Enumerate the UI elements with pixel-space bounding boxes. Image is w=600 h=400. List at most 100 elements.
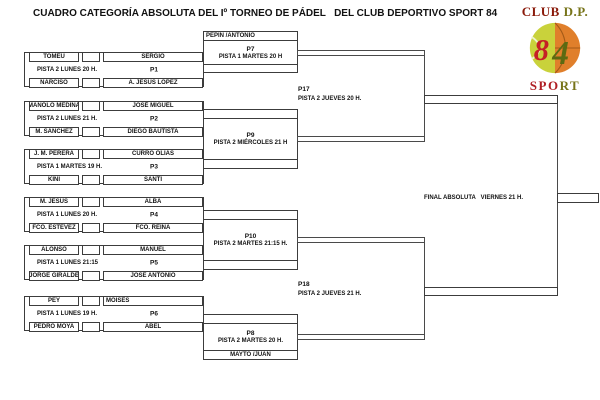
match-schedule: PISTA 1 MARTES 20 H — [218, 53, 283, 60]
match-code: P6 — [150, 310, 158, 317]
match-code: P8 — [246, 330, 255, 337]
bye-team-slot: MAYTO /JUAN — [203, 350, 298, 360]
team-name-box: PEY — [29, 296, 79, 306]
ball-84-icon: 8 4 — [529, 22, 581, 74]
match-bottom-row: JORGE GIRALDE JOSE ANTONIO — [25, 270, 203, 281]
score-box — [82, 52, 100, 62]
logo-digit-8: 8 — [534, 33, 549, 67]
score-box — [82, 127, 100, 137]
match-bottom-row: NARCISO A. JESÚS LÓPEZ — [25, 77, 203, 88]
score-box — [82, 223, 100, 233]
match-schedule: PISTA 2 MIÉRCOLES 21 H — [213, 140, 288, 146]
winner-slot — [203, 260, 298, 270]
winner-slot — [203, 64, 298, 73]
match-bottom-row: KINI SANTI — [25, 174, 203, 185]
match-p2: MANOLO MEDINA JOSÉ MIGUEL PISTA 2 LUNES … — [24, 101, 204, 137]
match-info-row: PISTA 1 MARTES 19 H. P3 — [25, 159, 203, 174]
team-name-box: SERGIO — [103, 52, 203, 62]
team-name-box: KINI — [29, 175, 79, 185]
club-name-text: CLUB D.P. — [512, 4, 598, 20]
match-p3: J. M. PERERA CURRO OLIAS PISTA 1 MARTES … — [24, 149, 204, 185]
winner-slot — [203, 159, 298, 169]
team-name-box: JOSÉ MIGUEL — [103, 101, 203, 111]
score-box — [82, 101, 100, 111]
match-code: P10 — [244, 233, 257, 240]
semifinal-1-label: P17 PISTA 2 JUEVES 20 H. — [298, 86, 361, 103]
match-code: P7 — [246, 45, 255, 53]
match-info-row: PISTA 2 LUNES 20 H. P1 — [25, 62, 203, 77]
match-info: P10 PISTA 2 MARTES 21:15 H. — [203, 219, 298, 261]
logo-digit-4: 4 — [551, 35, 569, 72]
match-info-row: PISTA 1 LUNES 21:15 P5 — [25, 255, 203, 270]
match-code: P9 — [246, 132, 255, 139]
match-p10: P10 PISTA 2 MARTES 21:15 H. — [203, 210, 298, 270]
score-box — [82, 271, 100, 281]
match-schedule: PISTA 1 MARTES 19 H. — [37, 163, 103, 170]
score-box — [82, 197, 100, 207]
club-logo: CLUB D.P. 8 4 SPORT — [512, 4, 598, 94]
match-top-row: M. JESÚS ALBA — [25, 197, 203, 207]
match-schedule: PISTA 1 LUNES 21:15 — [37, 259, 99, 266]
match-top-row: MANOLO MEDINA JOSÉ MIGUEL — [25, 101, 203, 111]
match-schedule: PISTA 2 LUNES 21 H. — [37, 115, 98, 122]
match-p6: PEY MOISES PISTA 1 LUNES 19 H. P6 PEDRO … — [24, 296, 204, 332]
team-name-box: MANUEL — [103, 245, 203, 255]
match-top-row: TOMEU SERGIO — [25, 52, 203, 62]
sport-text: SPORT — [512, 78, 598, 94]
connector-p9-out — [297, 136, 425, 142]
score-box — [82, 149, 100, 159]
match-schedule: PISTA 2 MARTES 20 H. — [217, 338, 283, 344]
match-info: P9 PISTA 2 MIÉRCOLES 21 H — [203, 118, 298, 160]
score-box — [82, 78, 100, 88]
match-bottom-row: PEDRO MOYA ABEL — [25, 321, 203, 332]
match-schedule: PISTA 2 JUEVES 20 H. — [298, 95, 362, 102]
match-schedule: PISTA 2 MARTES 21:15 H. — [213, 241, 288, 247]
semifinal-1-slot — [424, 95, 558, 104]
match-schedule: PISTA 2 JUEVES 21 H. — [298, 290, 362, 297]
connector-p8-out — [297, 334, 425, 340]
connector-p10-out — [297, 237, 425, 243]
team-name-box: ALBA — [103, 197, 203, 207]
match-info-row: PISTA 1 LUNES 20 H. P4 — [25, 207, 203, 222]
semifinal-2-slot — [424, 287, 558, 296]
team-name-box: JOSE ANTONIO — [103, 271, 203, 281]
score-box — [82, 245, 100, 255]
match-code: P4 — [150, 211, 158, 218]
match-p9: P9 PISTA 2 MIÉRCOLES 21 H — [203, 109, 298, 169]
team-name-box: MOISES — [103, 296, 203, 306]
team-name-box: DIEGO BAUTISTA — [103, 127, 203, 137]
match-code: P18 — [298, 281, 310, 288]
team-name-box: FCO. REINA — [103, 223, 203, 233]
team-name-box: A. JESÚS LÓPEZ — [103, 78, 203, 88]
score-box — [82, 175, 100, 185]
team-name-box: CURRO OLIAS — [103, 149, 203, 159]
club-name-red: CLUB — [521, 4, 560, 19]
sport-text-red: SPO — [529, 78, 560, 93]
match-info-row: PISTA 2 LUNES 21 H. P2 — [25, 111, 203, 126]
team-name-box: TOMEU — [29, 52, 79, 62]
match-schedule: PISTA 1 LUNES 20 H. — [37, 211, 98, 218]
match-top-row: ALONSO MANUEL — [25, 245, 203, 255]
match-p1: TOMEU SERGIO PISTA 2 LUNES 20 H. P1 NARC… — [24, 52, 204, 88]
semifinal-2-label: P18 PISTA 2 JUEVES 21 H. — [298, 281, 361, 298]
match-p7: PEPIN /ANTONIO P7 PISTA 1 MARTES 20 H — [203, 31, 298, 73]
tennis-half — [529, 22, 555, 74]
match-schedule: PISTA 2 LUNES 20 H. — [37, 66, 98, 73]
team-name-box: SANTI — [103, 175, 203, 185]
match-info: P7 PISTA 1 MARTES 20 H — [203, 40, 298, 65]
team-name-box: NARCISO — [29, 78, 79, 88]
final-slot — [557, 193, 599, 203]
team-name-box: ABEL — [103, 322, 203, 332]
club-ball-icon: 8 4 — [512, 21, 598, 80]
match-p5: ALONSO MANUEL PISTA 1 LUNES 21:15 P5 JOR… — [24, 245, 204, 281]
match-top-row: PEY MOISES — [25, 296, 203, 306]
match-info: P8 PISTA 2 MARTES 20 H. — [203, 323, 298, 351]
match-bottom-row: M. SANCHEZ DIEGO BAUTISTA — [25, 126, 203, 137]
team-name-box: FCO. ESTEVEZ — [29, 223, 79, 233]
club-name-olive: D.P. — [559, 4, 589, 19]
tennis-seam — [531, 36, 541, 60]
match-top-row: J. M. PERERA CURRO OLIAS — [25, 149, 203, 159]
match-info-row: PISTA 1 LUNES 19 H. P6 — [25, 306, 203, 321]
match-p8: P8 PISTA 2 MARTES 20 H. MAYTO /JUAN — [203, 314, 298, 360]
